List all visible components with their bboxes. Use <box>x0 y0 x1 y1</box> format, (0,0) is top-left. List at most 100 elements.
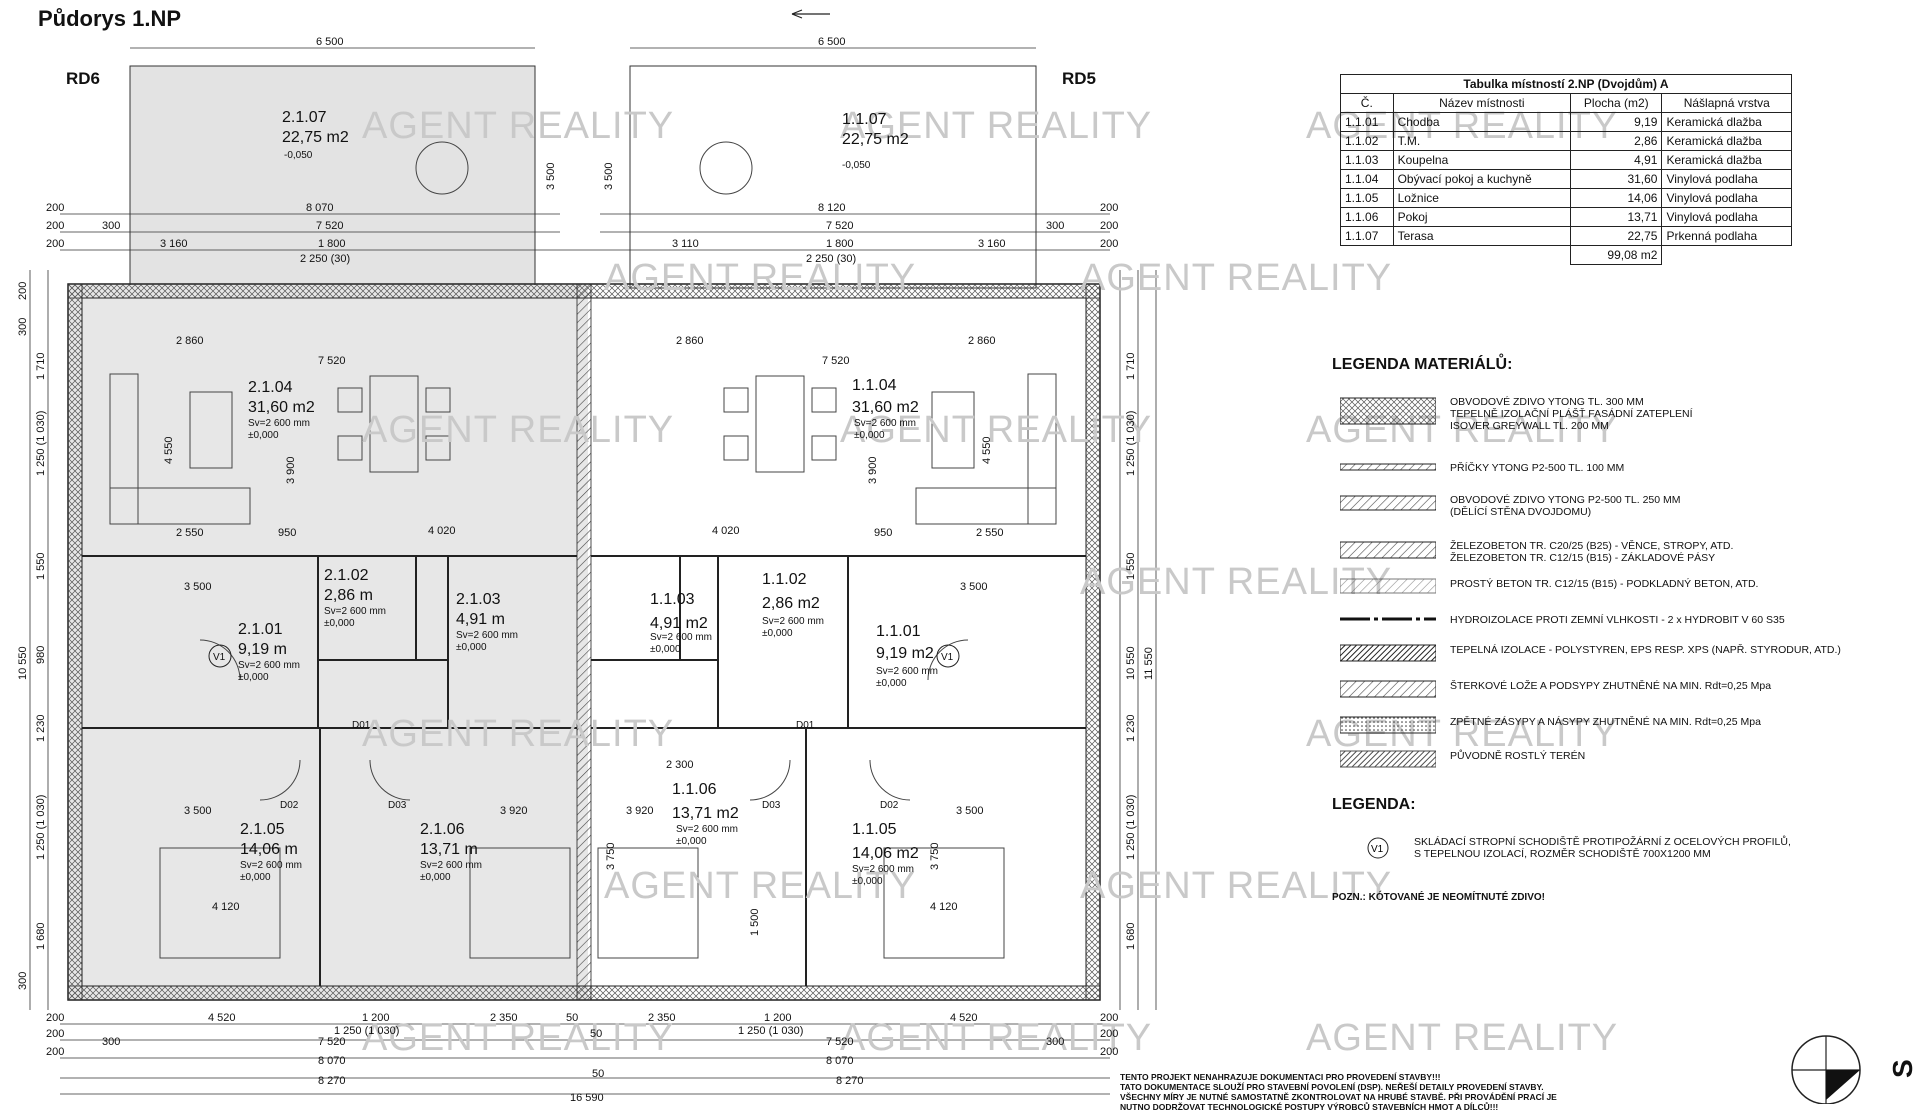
furniture <box>109 141 1057 959</box>
svg-text:14,06 m2: 14,06 m2 <box>852 845 919 862</box>
svg-text:Sv=2 600 mm: Sv=2 600 mm <box>852 864 914 875</box>
outer-walls <box>67 283 1101 1001</box>
svg-text:AGENT REALITY: AGENT REALITY <box>840 409 1152 451</box>
svg-text:±0,000: ±0,000 <box>240 872 271 883</box>
swatch-gravel-bed <box>1340 680 1436 698</box>
door-tags: D01 D02 D03 D01 D02 D03 <box>280 720 899 811</box>
svg-text:4,91 m2: 4,91 m2 <box>650 615 708 632</box>
svg-text:300: 300 <box>102 1036 120 1048</box>
svg-text:8 070: 8 070 <box>826 1055 854 1067</box>
legend-text: OBVODOVÉ ZDIVO YTONG TL. 300 MM TEPELNĚ … <box>1450 396 1693 432</box>
svg-text:50: 50 <box>590 1028 602 1040</box>
svg-text:3 750: 3 750 <box>605 842 617 870</box>
svg-text:3 500: 3 500 <box>603 162 615 190</box>
svg-text:±0,000: ±0,000 <box>248 430 279 441</box>
svg-text:V1: V1 <box>941 652 954 663</box>
svg-text:AGENT REALITY: AGENT REALITY <box>362 713 674 755</box>
legend-materials-title: LEGENDA MATERIÁLŮ: <box>1332 356 1513 373</box>
svg-text:3 900: 3 900 <box>285 456 297 484</box>
svg-text:D01: D01 <box>352 720 371 731</box>
svg-text:200: 200 <box>46 1012 64 1024</box>
dim-texts-top: 6 500 6 500 8 070 8 120 7 520 7 520 3 16… <box>46 36 1118 913</box>
header-floor: Nášlapná vrstva <box>1661 93 1792 113</box>
svg-text:4 520: 4 520 <box>208 1012 236 1024</box>
room-table-caption: Tabulka místností 2.NP (Dvojdům) A <box>1340 74 1792 94</box>
legend-text: ŽELEZOBETON TR. C20/25 (B25) - VĚNCE, ST… <box>1450 540 1734 564</box>
svg-text:8 270: 8 270 <box>318 1075 346 1087</box>
dim-texts-vertical: 300 200 300 1 710 1 250 (1 030) 1 550 10… <box>17 162 1155 990</box>
svg-text:3 500: 3 500 <box>545 162 557 190</box>
stair-v1-icon: V1 <box>1367 837 1389 859</box>
svg-text:13,71 m2: 13,71 m2 <box>672 805 739 822</box>
svg-text:1 250 (1 030): 1 250 (1 030) <box>35 795 47 860</box>
svg-text:4 550: 4 550 <box>163 436 175 464</box>
svg-text:Sv=2 600 mm: Sv=2 600 mm <box>876 666 938 677</box>
svg-text:±0,000: ±0,000 <box>456 642 487 653</box>
svg-text:1.1.02: 1.1.02 <box>762 571 807 588</box>
svg-text:50: 50 <box>566 1012 578 1024</box>
svg-text:200: 200 <box>1100 1046 1118 1058</box>
svg-text:200: 200 <box>46 1028 64 1040</box>
svg-text:3 110: 3 110 <box>672 238 699 250</box>
room-table: Tabulka místností 2.NP (Dvojdům) A Č. Ná… <box>1340 74 1792 265</box>
svg-text:3 500: 3 500 <box>184 581 212 593</box>
room-labels-right: 1.1.07 22,75 m2 -0,050 1.1.04 31,60 m2 S… <box>650 111 938 887</box>
svg-text:1 250 (1 030): 1 250 (1 030) <box>1125 795 1137 860</box>
room-labels-left: 2.1.07 22,75 m2 -0,050 2.1.04 31,60 m2 S… <box>238 109 518 883</box>
dimension-lines <box>29 47 1157 1095</box>
svg-text:2 250 (30): 2 250 (30) <box>806 253 856 265</box>
svg-text:7 520: 7 520 <box>316 220 344 232</box>
svg-text:1 200: 1 200 <box>362 1012 390 1024</box>
svg-text:300: 300 <box>102 220 120 232</box>
svg-text:Sv=2 600 mm: Sv=2 600 mm <box>456 630 518 641</box>
svg-text:2 860: 2 860 <box>176 335 204 347</box>
svg-text:D02: D02 <box>880 800 899 811</box>
svg-text:1 200: 1 200 <box>764 1012 792 1024</box>
svg-text:-0,050: -0,050 <box>284 150 313 161</box>
svg-text:AGENT REALITY: AGENT REALITY <box>362 105 674 147</box>
svg-text:200: 200 <box>46 238 64 250</box>
svg-text:200: 200 <box>17 282 29 300</box>
svg-text:2 350: 2 350 <box>648 1012 676 1024</box>
svg-text:±0,000: ±0,000 <box>854 430 885 441</box>
svg-text:16 590: 16 590 <box>570 1092 604 1104</box>
north-arrow-icon <box>1791 1035 1861 1104</box>
svg-text:2 860: 2 860 <box>968 335 996 347</box>
svg-text:3 920: 3 920 <box>500 805 528 817</box>
svg-text:Sv=2 600 mm: Sv=2 600 mm <box>238 660 300 671</box>
legend-item: ŠTERKOVÉ LOŽE A PODSYPY ZHUTNĚNÉ NA MIN.… <box>1340 680 1771 698</box>
door-swings <box>199 639 969 801</box>
svg-text:4 020: 4 020 <box>712 525 740 537</box>
svg-text:3 920: 3 920 <box>626 805 654 817</box>
svg-text:1 680: 1 680 <box>35 922 47 950</box>
svg-text:300: 300 <box>17 972 29 990</box>
svg-text:1 230: 1 230 <box>1125 714 1137 742</box>
svg-text:300: 300 <box>1046 220 1064 232</box>
legend-text: PŮVODNĚ ROSTLÝ TERÉN <box>1450 750 1586 762</box>
legend-item: PŮVODNĚ ROSTLÝ TERÉN <box>1340 750 1585 768</box>
svg-text:31,60 m2: 31,60 m2 <box>248 399 315 416</box>
swatch-partition <box>1340 463 1436 471</box>
svg-text:-0,050: -0,050 <box>842 160 871 171</box>
svg-text:13,71 m: 13,71 m <box>420 841 478 858</box>
svg-text:1 500: 1 500 <box>749 908 761 936</box>
svg-text:±0,000: ±0,000 <box>676 836 707 847</box>
svg-text:AGENT REALITY: AGENT REALITY <box>1080 561 1392 603</box>
legend-text: PROSTÝ BETON TR. C12/15 (B15) - PODKLADN… <box>1450 578 1759 590</box>
svg-text:D03: D03 <box>762 800 781 811</box>
svg-text:8 070: 8 070 <box>318 1055 346 1067</box>
header-name: Název místnosti <box>1392 93 1572 113</box>
svg-text:22,75 m2: 22,75 m2 <box>842 131 909 148</box>
svg-text:1 800: 1 800 <box>826 238 854 250</box>
svg-text:2.1.02: 2.1.02 <box>324 567 369 584</box>
svg-text:±0,000: ±0,000 <box>420 872 451 883</box>
legend-text: SKLÁDACÍ STROPNÍ SCHODIŠTĚ PROTIPOŽÁRNÍ … <box>1414 836 1791 860</box>
legend-title: LEGENDA: <box>1332 796 1416 813</box>
stair-tags: V1 V1 <box>208 644 960 668</box>
svg-text:AGENT REALITY: AGENT REALITY <box>604 865 916 907</box>
legend-text: PŘÍČKY YTONG P2-500 TL. 100 MM <box>1450 462 1625 474</box>
svg-text:Sv=2 600 mm: Sv=2 600 mm <box>854 418 916 429</box>
swatch-native-soil <box>1340 750 1436 768</box>
svg-text:2 300: 2 300 <box>666 759 694 771</box>
